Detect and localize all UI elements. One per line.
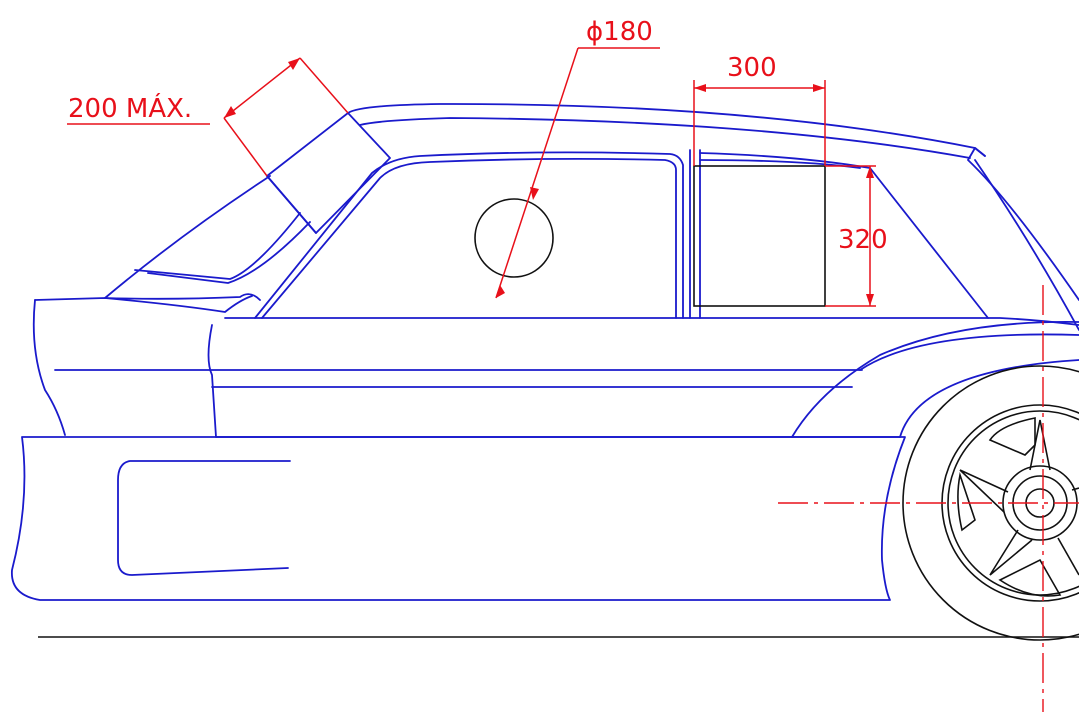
wheel-arch <box>791 320 1079 438</box>
hole-circle <box>474 198 554 278</box>
front-wheel <box>902 365 1079 641</box>
dimension-diameter: ϕ180 <box>495 17 660 299</box>
dimension-wing: 200 MÁX. <box>67 57 349 177</box>
dimension-height: 320 <box>825 165 888 307</box>
dim-label-width: 300 <box>727 53 777 83</box>
rear-vent <box>117 460 291 576</box>
dimension-width: 300 <box>693 53 826 166</box>
car-body <box>11 103 1079 601</box>
roof-line <box>347 103 986 157</box>
side-window <box>254 151 684 319</box>
dim-label-diameter: ϕ180 <box>586 17 653 47</box>
dim-label-height: 320 <box>838 225 888 255</box>
dim-label-wing: 200 MÁX. <box>68 92 192 124</box>
rear-deck <box>104 175 301 299</box>
window-opening-rect <box>693 165 826 307</box>
